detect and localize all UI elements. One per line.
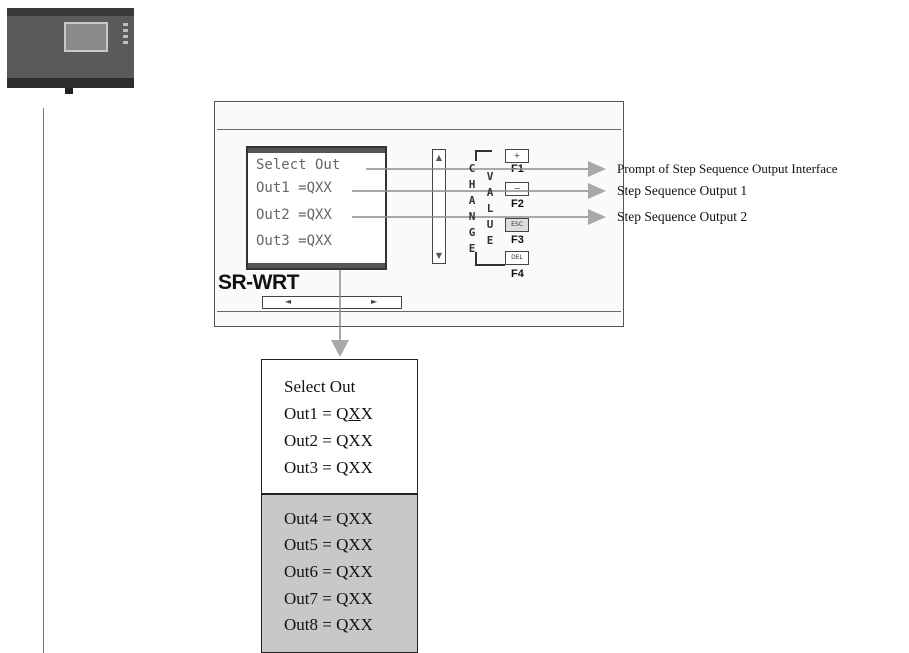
table-row-out8: Out8 = QXX	[284, 615, 373, 635]
arrow-head-2	[588, 183, 606, 199]
value-word-letter: E	[485, 234, 495, 247]
arrow-head-down	[331, 340, 349, 357]
table-row-out7: Out7 = QXX	[284, 589, 373, 609]
arrow-head-3	[588, 209, 606, 225]
table-row-out3: Out3 = QXX	[284, 458, 373, 478]
change-word-letter: G	[467, 226, 477, 239]
change-word-letter: E	[467, 242, 477, 255]
callout-output-2: Step Sequence Output 2	[617, 209, 747, 225]
callout-output-1: Step Sequence Output 1	[617, 183, 747, 199]
table-row-title: Select Out	[284, 377, 355, 397]
value-word-letter: L	[485, 202, 495, 215]
arrow-head-1	[588, 161, 606, 177]
change-word-letter: N	[467, 210, 477, 223]
callout-prompt: Prompt of Step Sequence Output Interface	[617, 161, 838, 177]
change-word-letter: A	[467, 194, 477, 207]
value-word-letter: A	[485, 186, 495, 199]
table-row-out4: Out4 = QXX	[284, 509, 373, 529]
change-word-letter: H	[467, 178, 477, 191]
table-row-out5: Out5 = QXX	[284, 535, 373, 555]
change-word-letter: C	[467, 162, 477, 175]
value-word-letter: U	[485, 218, 495, 231]
table-row-out2: Out2 = QXX	[284, 431, 373, 451]
table-row-out1: Out1 = QXX	[284, 404, 373, 424]
table-row-out6: Out6 = QXX	[284, 562, 373, 582]
value-word-letter: V	[485, 170, 495, 183]
